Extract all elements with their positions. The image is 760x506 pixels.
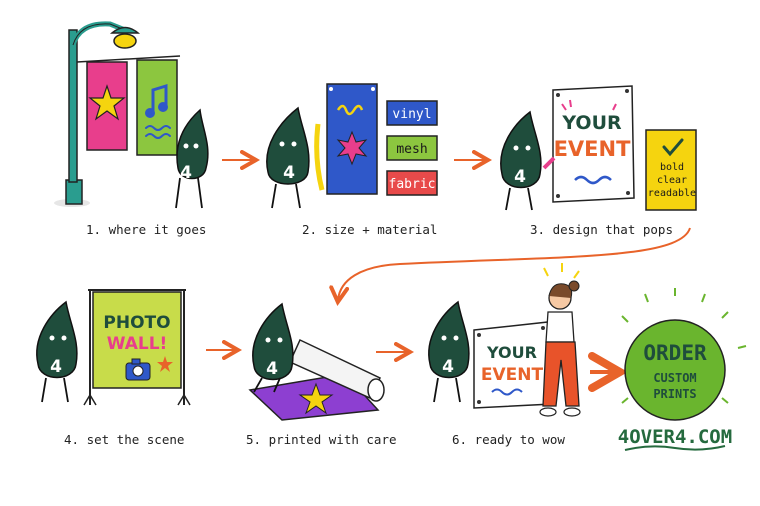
- mascot-1: [175, 108, 209, 209]
- mascot-number: 4: [514, 167, 526, 187]
- photo-wall-line1: PHOTO: [103, 313, 170, 333]
- mascot-3: [500, 110, 542, 211]
- star-icon: [298, 382, 334, 415]
- final-line1: YOUR: [486, 343, 537, 362]
- mascot-4: [36, 300, 78, 403]
- mascot-number: 4: [180, 163, 192, 183]
- mascot-2: [266, 106, 310, 209]
- underline-squiggle: [624, 445, 726, 451]
- step-3-caption: 3. design that pops: [530, 222, 673, 237]
- printed-banner: [248, 338, 385, 421]
- mascot-6: [428, 300, 470, 403]
- step-2-caption: 2. size + material: [302, 222, 438, 237]
- final-line2: EVENT: [481, 365, 544, 385]
- camera-icon: [125, 358, 151, 381]
- step-5-caption: 5. printed with care: [246, 432, 397, 447]
- checklist-bold: bold: [660, 162, 684, 173]
- arrow-3-4: [338, 227, 691, 300]
- cta-line1: ORDER: [643, 341, 707, 365]
- lime-banner: [136, 59, 178, 156]
- material-options: vinyl mesh fabric: [386, 100, 438, 196]
- mascot-5: [252, 302, 294, 393]
- paper-roll-icon: [367, 378, 385, 402]
- step-6-caption: 6. ready to wow: [452, 432, 565, 447]
- design-banner: YOUR EVENT: [552, 85, 635, 203]
- star-icon: [88, 84, 126, 121]
- checkmark-icon: [662, 138, 684, 157]
- mascot-number: 4: [283, 163, 295, 183]
- design-line2: EVENT: [554, 137, 632, 161]
- material-vinyl: vinyl: [392, 107, 431, 122]
- burst-icon: [336, 130, 368, 166]
- cta-badge[interactable]: ORDER CUSTOM PRINTS: [621, 288, 747, 421]
- mascot-number: 4: [50, 357, 62, 377]
- checklist-clear: clear: [657, 175, 687, 186]
- material-fabric: fabric: [389, 177, 436, 192]
- step-1-illustration: [54, 21, 181, 207]
- step-4-caption: 4. set the scene: [64, 432, 185, 447]
- mascot-number: 4: [266, 359, 278, 379]
- website-link[interactable]: 4OVER4.COM: [617, 426, 733, 448]
- checklist-card: bold clear readable: [645, 129, 697, 211]
- cta-line2: CUSTOM: [653, 371, 696, 385]
- measuring-tape-icon: [314, 123, 325, 191]
- music-note-icon: [145, 83, 171, 139]
- person-figure: [539, 263, 581, 417]
- pencil-icon: [542, 156, 556, 170]
- step-1-caption: 1. where it goes: [86, 222, 207, 237]
- final-banner: YOUR EVENT: [473, 321, 553, 409]
- design-line1: YOUR: [561, 112, 622, 134]
- cta-line3: PRINTS: [653, 387, 696, 401]
- photo-wall-line2: WALL!: [107, 334, 168, 354]
- photo-wall: PHOTO WALL!: [83, 289, 191, 406]
- mascot-number: 4: [442, 357, 454, 377]
- material-mesh: mesh: [396, 142, 427, 157]
- checklist-readable: readable: [648, 188, 696, 199]
